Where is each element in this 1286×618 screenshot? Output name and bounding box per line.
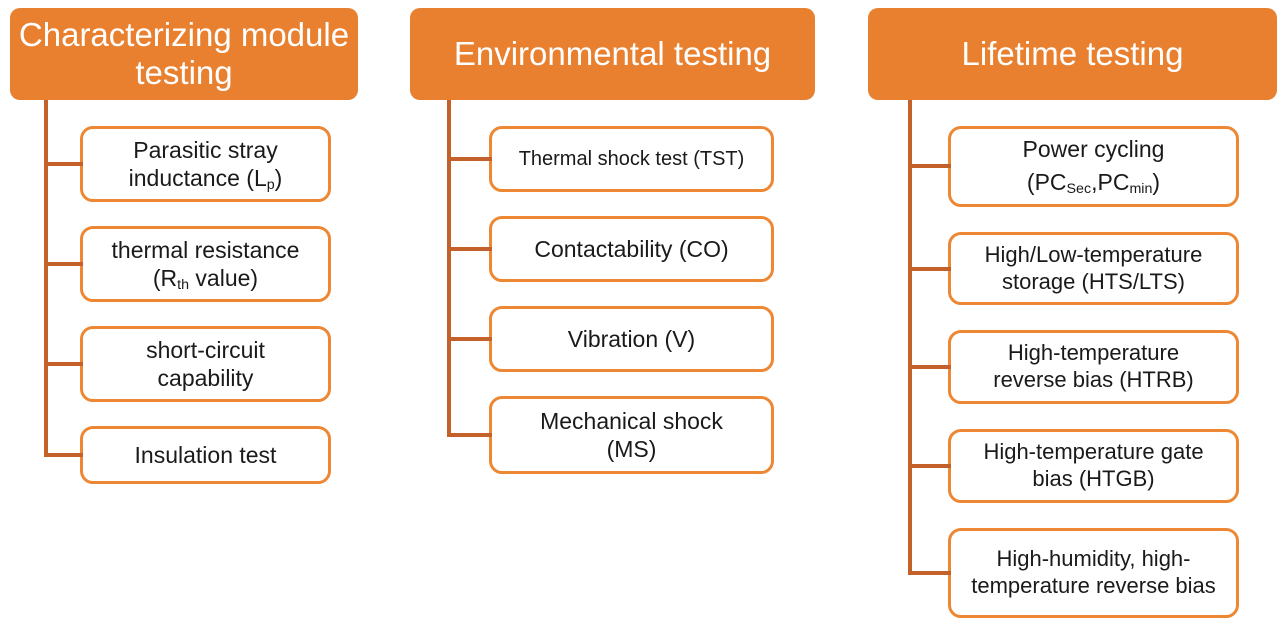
node-label: High-humidity, high-temperature reverse … bbox=[971, 545, 1216, 598]
header-title: Environmental testing bbox=[453, 34, 772, 72]
node-power-cycling-pcsec-pcmin: Power cycling(PCSec,PCmin) bbox=[908, 126, 1239, 207]
node-label: Thermal shock test (TST) bbox=[518, 147, 745, 170]
node-contactability-co: Contactability (CO) bbox=[447, 216, 774, 282]
node-label: Contactability (CO) bbox=[534, 235, 729, 262]
node-label: Vibration (V) bbox=[567, 325, 696, 352]
node-insulation-test: Insulation test bbox=[44, 426, 331, 485]
node-label: Mechanical shock(MS) bbox=[540, 407, 723, 462]
connector-trunk-line bbox=[44, 100, 48, 457]
node-label: Power cycling(PCSec,PCmin) bbox=[1022, 136, 1165, 198]
node-label: thermal resistance(Rth value) bbox=[111, 237, 300, 294]
child-boxes: Power cycling(PCSec,PCmin) High/Low-tempe… bbox=[868, 126, 1277, 618]
node-thermal-shock-test-tst: Thermal shock test (TST) bbox=[447, 126, 774, 192]
node-mechanical-shock-ms: Mechanical shock(MS) bbox=[447, 396, 774, 474]
header-title: Lifetime testing bbox=[961, 34, 1184, 72]
header-title: Characterizing module testing bbox=[18, 15, 350, 91]
node-high-humidity-high-temperature-reverse-bias: High-humidity, high-temperature reverse … bbox=[908, 527, 1239, 618]
node-thermal-resistance-rth-value: thermal resistance(Rth value) bbox=[44, 226, 331, 303]
connector-trunk-line bbox=[908, 100, 912, 575]
header-lifetime-testing: Lifetime testing bbox=[868, 8, 1277, 100]
header-environmental-testing: Environmental testing bbox=[410, 8, 815, 100]
node-vibration-v: Vibration (V) bbox=[447, 306, 774, 372]
header-characterizing-module-testing: Characterizing module testing bbox=[10, 8, 358, 100]
child-boxes: Thermal shock test (TST) Contactability (… bbox=[410, 126, 815, 474]
node-label: Insulation test bbox=[134, 442, 277, 469]
connector-trunk-line bbox=[447, 100, 451, 437]
